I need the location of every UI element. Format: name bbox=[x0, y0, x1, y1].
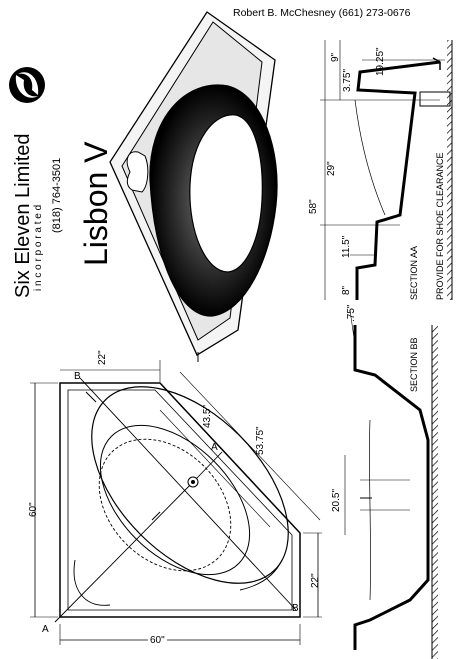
plan-dim-43-5: 43.5" bbox=[202, 404, 213, 428]
plan-dim-bottom-60: 60" bbox=[148, 635, 167, 646]
section-dim-8: 8" bbox=[341, 285, 352, 295]
plan-dim-53-75: 53.75" bbox=[255, 426, 266, 455]
section-aa bbox=[320, 40, 453, 300]
section-dim-9: 9" bbox=[330, 52, 341, 62]
section-dim-20-5: 20.5" bbox=[331, 488, 342, 512]
plan-label-a-left: A bbox=[42, 624, 49, 635]
plan-dim-right-22: 22" bbox=[310, 573, 321, 588]
section-dim-19-25: 19.25" bbox=[375, 47, 386, 76]
plan-dim-left-60: 60" bbox=[28, 502, 39, 517]
section-bb-label: SECTION BB bbox=[409, 337, 419, 392]
section-dim-3-75: 3.75" bbox=[342, 68, 353, 92]
company-logo-icon bbox=[9, 67, 45, 103]
plan-label-b-top: B bbox=[74, 371, 81, 382]
section-dim-58: 58" bbox=[308, 199, 319, 214]
section-aa-label: SECTION AA bbox=[409, 245, 419, 300]
company-name: Six Eleven Limited bbox=[12, 133, 34, 298]
section-dim-75: .75" bbox=[346, 304, 357, 322]
section-bb bbox=[344, 309, 438, 659]
plan-dim-top-22: 22" bbox=[97, 350, 108, 365]
model-name: Lisbon V bbox=[78, 141, 114, 266]
shoe-clearance-note: PROVIDE FOR SHOE CLEARANCE bbox=[435, 152, 445, 300]
section-dim-29: 29" bbox=[326, 161, 337, 176]
section-dim-11-5: 11.5" bbox=[341, 235, 352, 258]
plan-label-b-bottom: B bbox=[292, 603, 299, 614]
contact-line: Robert B. McChesney (661) 273-0676 bbox=[233, 7, 411, 19]
plan-label-a-center: A bbox=[211, 442, 218, 453]
plan-view bbox=[30, 360, 322, 645]
incorporated-label: i n c o r p o r a t e d bbox=[33, 204, 44, 291]
company-phone: (818) 764-3501 bbox=[51, 157, 63, 233]
tub-perspective bbox=[109, 11, 278, 362]
